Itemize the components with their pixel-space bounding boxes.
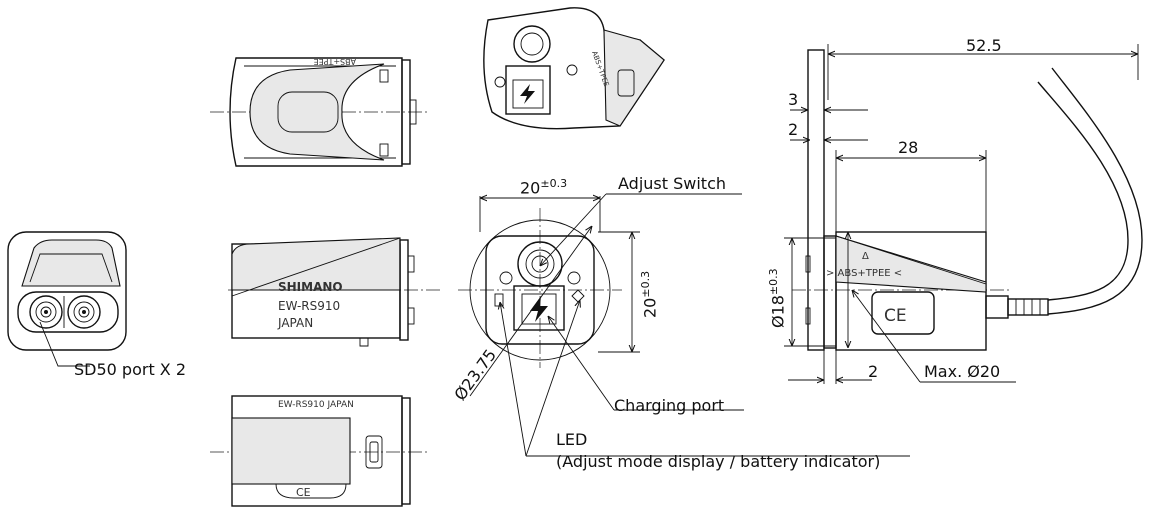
diameter-18-tolerance: ±0.3 bbox=[767, 268, 780, 296]
material-mark: > ABS+TPEE < bbox=[826, 268, 902, 279]
diameter-18-dimension: Ø18±0.3 bbox=[767, 268, 788, 328]
height-tolerance: ±0.3 bbox=[639, 270, 652, 298]
right-side-view: CE > ABS+TPEE < Δ bbox=[792, 49, 1143, 351]
bottom-ce: CE bbox=[296, 486, 311, 499]
thickness-3-label: 3 bbox=[788, 90, 799, 109]
diameter-18-value: Ø18 bbox=[768, 295, 788, 328]
thickness-2-bottom-label: 2 bbox=[868, 362, 879, 381]
thickness-2-top-label: 2 bbox=[788, 120, 799, 139]
lightning-bolt-icon bbox=[530, 296, 548, 322]
top-mark: Δ bbox=[862, 251, 869, 262]
width-value: 20 bbox=[520, 178, 541, 198]
top-view: ABS+TPEE bbox=[210, 57, 430, 167]
max-diameter-20-label: Max. Ø20 bbox=[924, 362, 1001, 381]
engraving-origin: JAPAN bbox=[277, 316, 313, 330]
side-view: SHIMANO EW-RS910 JAPAN bbox=[228, 237, 440, 347]
adjust-switch-label: Adjust Switch bbox=[618, 174, 726, 193]
engraving-brand: SHIMANO bbox=[278, 280, 343, 294]
sd50-port-left bbox=[29, 295, 63, 329]
width-dimension: 20±0.3 bbox=[520, 178, 567, 196]
sd50-port-right bbox=[67, 295, 101, 329]
engraving-model: EW-RS910 bbox=[278, 299, 340, 313]
led-icon bbox=[494, 293, 504, 307]
bottom-engraving: EW-RS910 JAPAN bbox=[278, 400, 354, 410]
height-value: 20 bbox=[640, 297, 660, 318]
led-label: LED bbox=[556, 430, 588, 449]
led-description: (Adjust mode display / battery indicator… bbox=[556, 452, 881, 471]
ce-mark: CE bbox=[884, 306, 907, 326]
front-dimensions bbox=[469, 193, 910, 457]
height-dimension: 20±0.3 bbox=[639, 270, 660, 318]
perspective-view: ABS+TPEE bbox=[483, 7, 665, 130]
svg-text:ABS+TPEE: ABS+TPEE bbox=[314, 57, 356, 66]
length-28-label: 28 bbox=[898, 138, 919, 157]
charging-port-label: Charging port bbox=[614, 396, 725, 415]
right-dimensions bbox=[784, 44, 1139, 384]
sd50-port-label: SD50 port X 2 bbox=[74, 360, 187, 379]
front-view bbox=[458, 208, 622, 368]
end-view-ports bbox=[7, 231, 127, 367]
bottom-view: CE EW-RS910 JAPAN bbox=[210, 395, 430, 507]
length-525-label: 52.5 bbox=[966, 36, 1002, 55]
width-tolerance: ±0.3 bbox=[540, 177, 568, 190]
